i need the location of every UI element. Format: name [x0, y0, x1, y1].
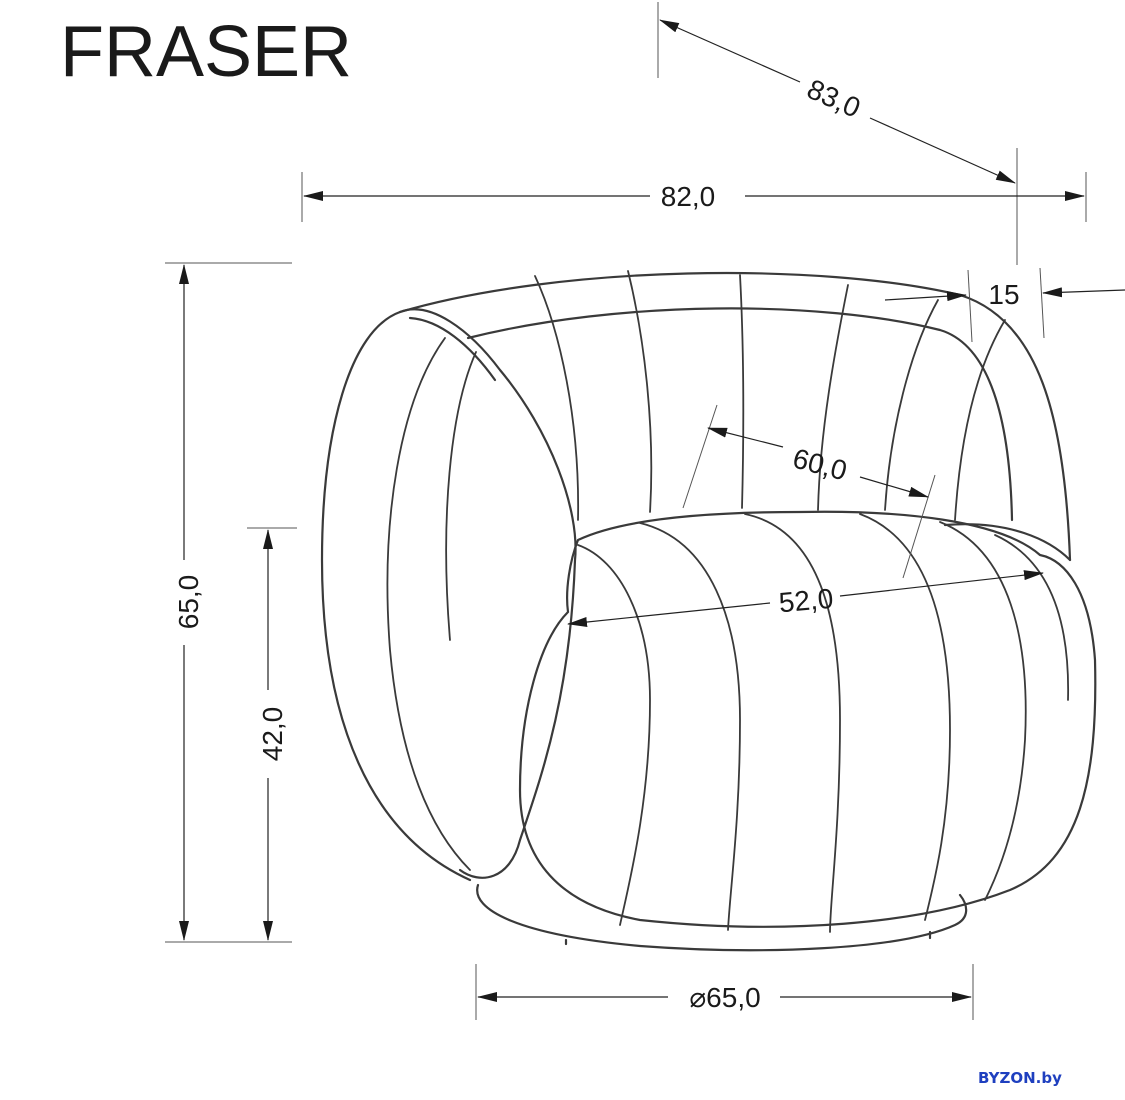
dimension-seat-width: 52,0: [567, 570, 1044, 628]
armchair-outline: [320, 271, 1097, 952]
dimension-base-diameter: ⌀65,0: [475, 964, 974, 1020]
dimension-seat-depth: 60,0: [682, 404, 936, 579]
seat-height-label: 42,0: [257, 707, 288, 762]
depth-diagonal-label: 83,0: [803, 73, 865, 123]
back-top-rim: [398, 271, 1072, 562]
dimension-overall-height: 65,0: [165, 262, 292, 943]
dimension-seat-height: 42,0: [247, 527, 297, 943]
seat-cushion: [518, 510, 1097, 928]
overall-width-label: 82,0: [661, 181, 716, 212]
right-arm: [943, 523, 1072, 562]
swivel-base: [476, 883, 968, 952]
left-arm-roll: [398, 308, 577, 879]
back-inner-contour: [466, 307, 1014, 522]
seat-depth-label: 60,0: [790, 442, 851, 486]
dimension-overall-width: 82,0: [301, 172, 1087, 222]
left-arm-inner: [408, 316, 497, 382]
left-arm-outer: [320, 310, 472, 882]
armrest-offset-label: 15: [988, 279, 1019, 310]
overall-height-label: 65,0: [173, 575, 204, 630]
armchair-seams: [386, 270, 1070, 933]
dimension-depth-diagonal: 83,0: [657, 2, 1018, 265]
base-diameter-label: ⌀65,0: [689, 982, 760, 1013]
product-title: FRASER: [60, 12, 352, 92]
seat-width-label: 52,0: [778, 583, 835, 619]
dimension-armrest-offset: 15: [884, 267, 1125, 343]
brand-watermark: BYZON.by: [978, 1069, 1062, 1087]
